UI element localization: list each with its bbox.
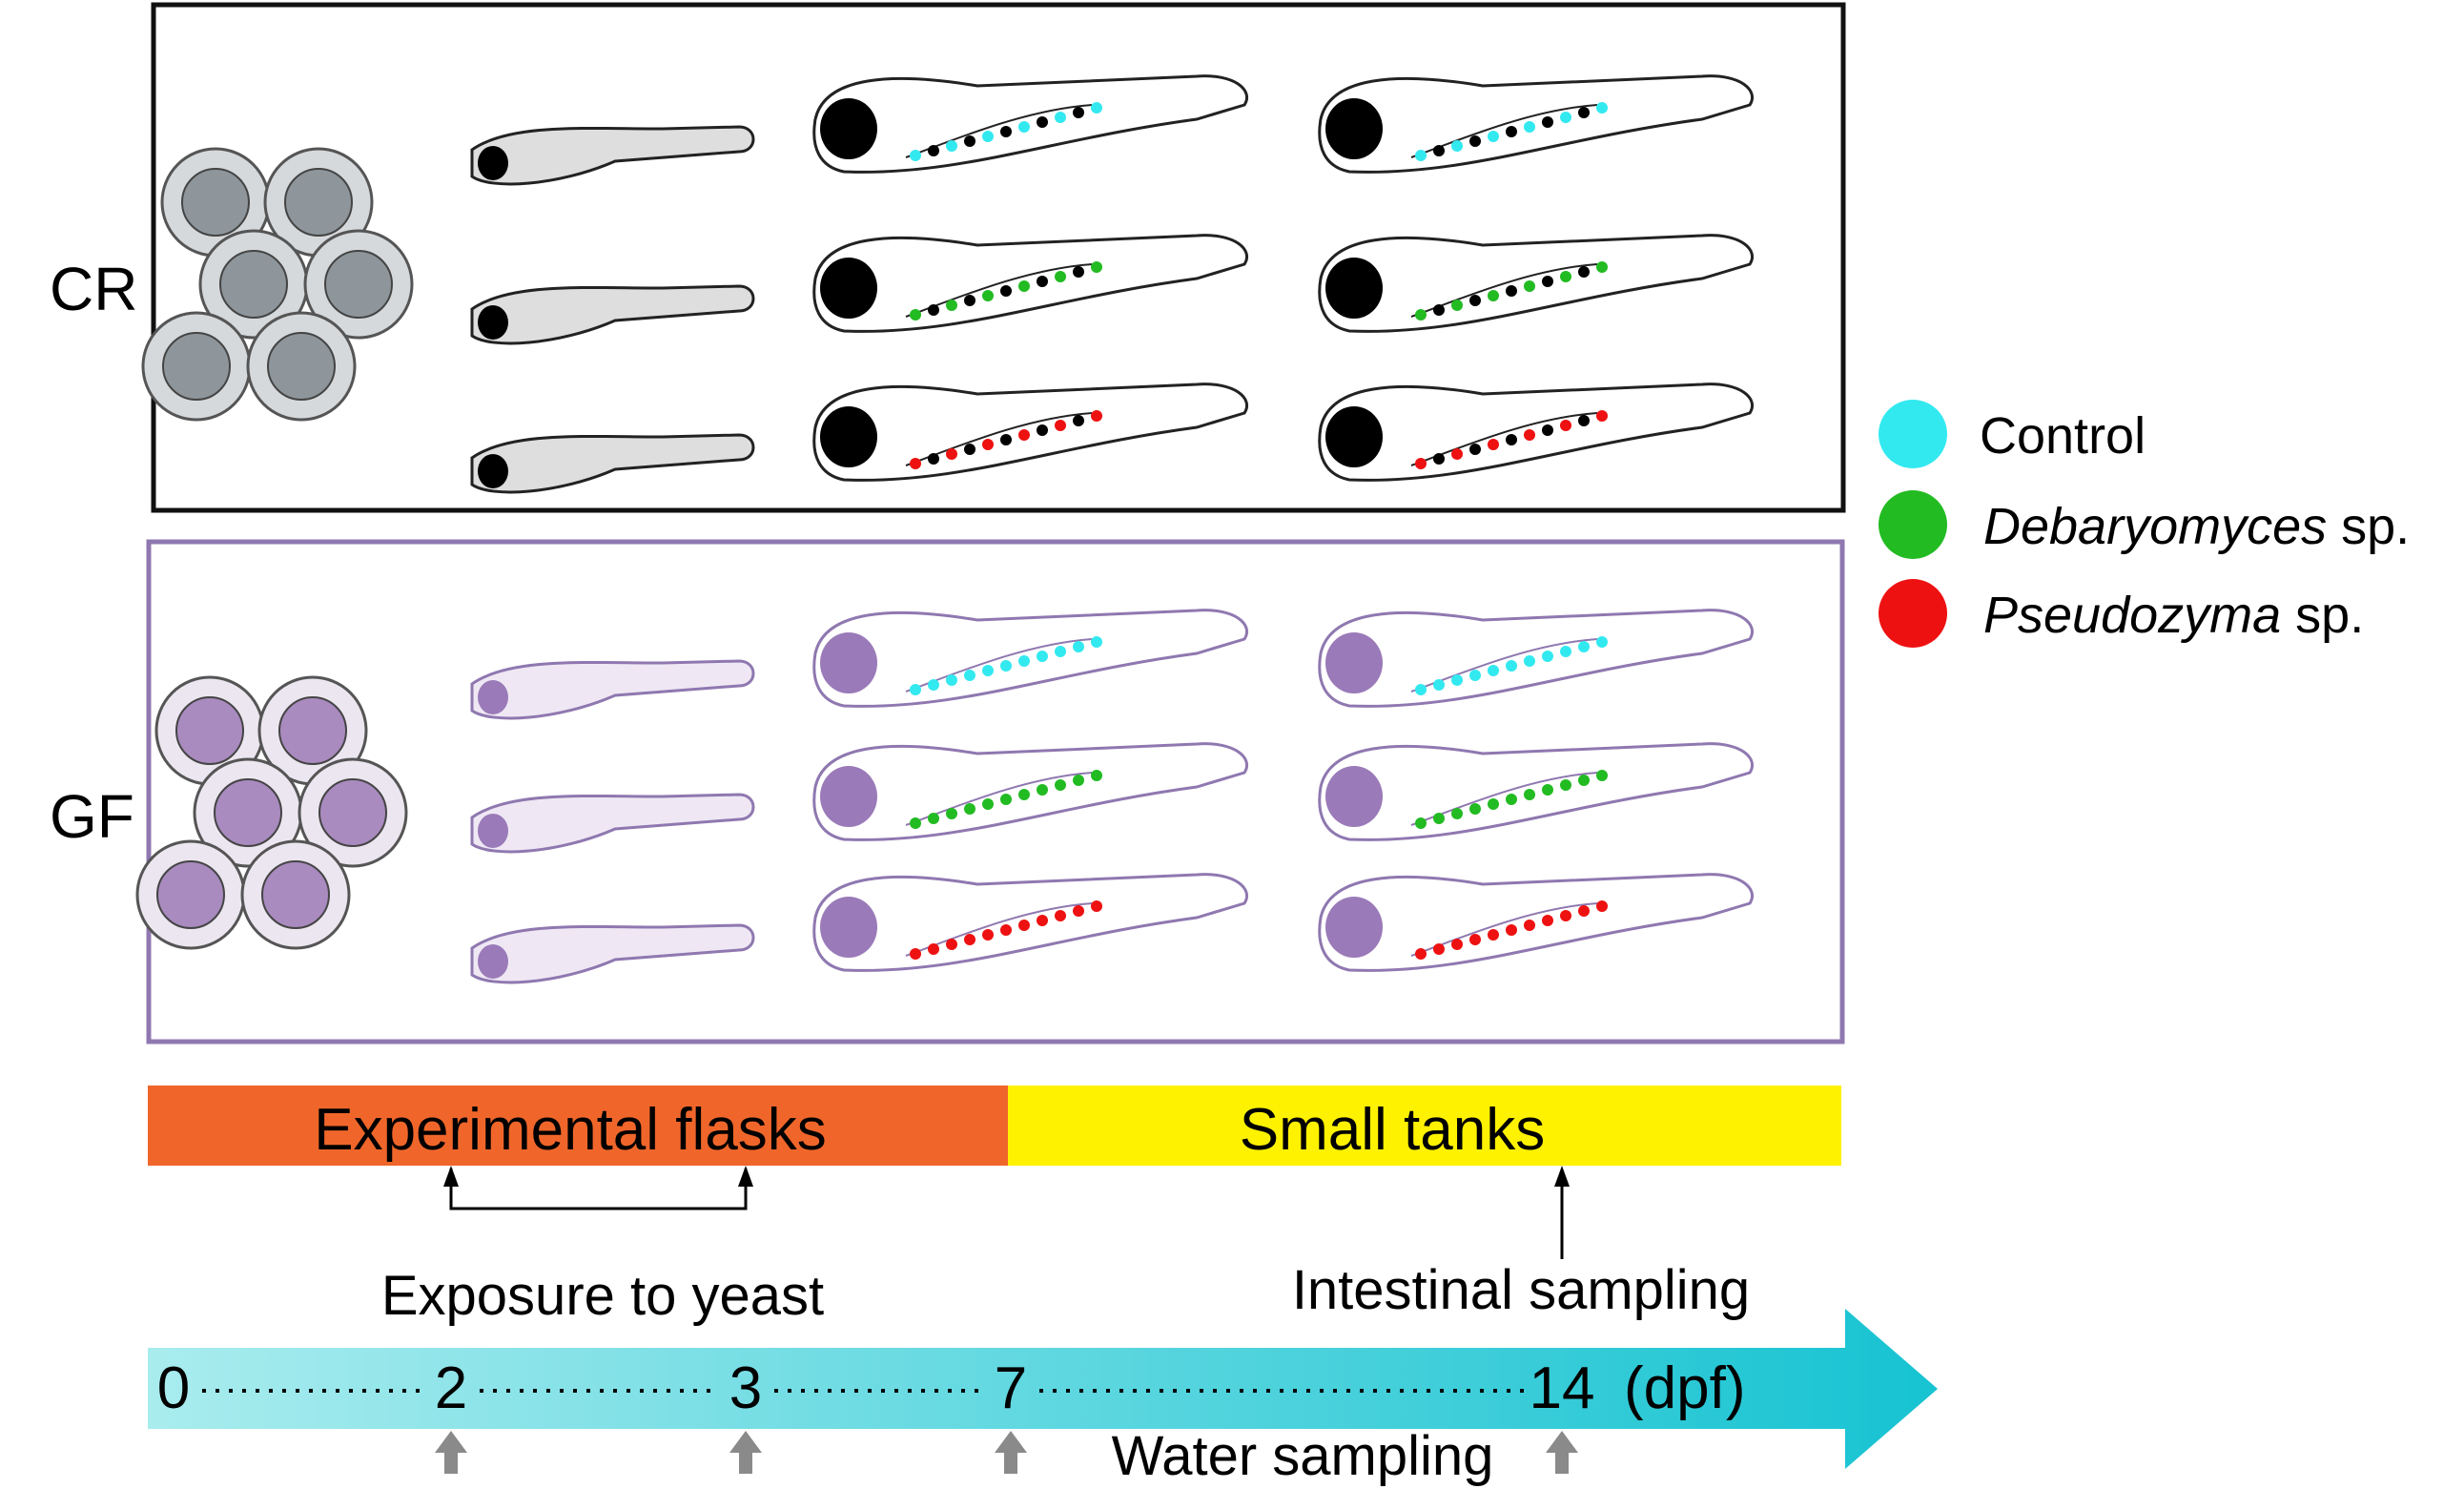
timeline-tick-label: 7: [995, 1355, 1027, 1421]
larva: [1318, 74, 1754, 174]
egg: [263, 147, 374, 258]
young-larva: [470, 923, 755, 984]
water-sampling-arrow: [995, 1431, 1027, 1474]
larva: [812, 74, 1248, 174]
phase-bar-small-tanks: [1008, 1086, 1841, 1166]
water-sampling-arrow: [435, 1431, 467, 1474]
egg: [154, 675, 265, 786]
young-larva: [470, 433, 755, 494]
egg-cluster-gf: [135, 675, 408, 950]
larva: [812, 383, 1248, 482]
legend-label-debaryomyces: Debaryomyces sp.: [1983, 498, 2410, 555]
timeline-ticks: 0 2 3 7 14: [157, 1355, 1595, 1421]
water-sampling-arrows: [435, 1431, 1578, 1474]
exposure-arrowhead-day3: [738, 1166, 753, 1187]
exposure-arrowhead-day2: [443, 1166, 459, 1187]
exposure-bracket: [449, 1168, 748, 1210]
egg: [246, 311, 357, 422]
larva: [1318, 609, 1754, 708]
larva: [1318, 234, 1754, 333]
larva: [1318, 742, 1754, 841]
legend-swatch-pseudozyma: [1879, 579, 1947, 648]
group-label-cr: CR: [50, 255, 137, 323]
timeline-tick-label: 2: [435, 1355, 467, 1421]
larvae-grid: [470, 74, 1754, 984]
egg-cluster-cr: [141, 147, 414, 422]
young-larva: [470, 284, 755, 345]
timeline-unit: (dpf): [1624, 1355, 1745, 1421]
group-label-gf: GF: [50, 782, 134, 851]
intestinal-sampling-label: Intestinal sampling: [1292, 1259, 1750, 1321]
young-larva: [470, 125, 755, 186]
larva: [812, 742, 1248, 841]
phase-bar-experimental-flasks: [148, 1086, 1008, 1166]
egg: [298, 757, 408, 868]
egg: [141, 311, 252, 422]
timeline-tick-label: 3: [729, 1355, 762, 1421]
egg: [240, 839, 351, 950]
water-sampling-arrow: [1546, 1431, 1578, 1474]
exposure-label: Exposure to yeast: [381, 1265, 824, 1327]
timeline-tick-label: 0: [157, 1355, 190, 1421]
larva: [812, 873, 1248, 972]
legend-swatch-debaryomyces: [1879, 490, 1947, 559]
legend-label-pseudozyma: Pseudozyma sp.: [1983, 587, 2364, 644]
phase-label-experimental-flasks: Experimental flasks: [314, 1097, 827, 1163]
larva: [812, 234, 1248, 333]
intestinal-sampling-arrowhead: [1554, 1166, 1570, 1187]
water-sampling-label: Water sampling: [1112, 1425, 1494, 1487]
larva: [812, 609, 1248, 708]
legend-swatch-control: [1879, 400, 1947, 468]
young-larva: [470, 793, 755, 854]
egg: [135, 839, 246, 950]
larva: [1318, 873, 1754, 972]
egg: [303, 229, 414, 340]
gf-panel: [146, 539, 1845, 1044]
young-larva: [470, 659, 755, 720]
phase-label-small-tanks: Small tanks: [1240, 1097, 1545, 1163]
legend: Control Debaryomyces sp. Pseudozyma sp.: [1879, 400, 2410, 648]
legend-label-control: Control: [1980, 407, 2146, 465]
cr-panel: [151, 2, 1846, 513]
egg: [198, 229, 309, 340]
timeline-tick-label: 14: [1530, 1355, 1595, 1421]
egg: [257, 675, 368, 786]
larva: [1318, 383, 1754, 482]
water-sampling-arrow: [729, 1431, 762, 1474]
